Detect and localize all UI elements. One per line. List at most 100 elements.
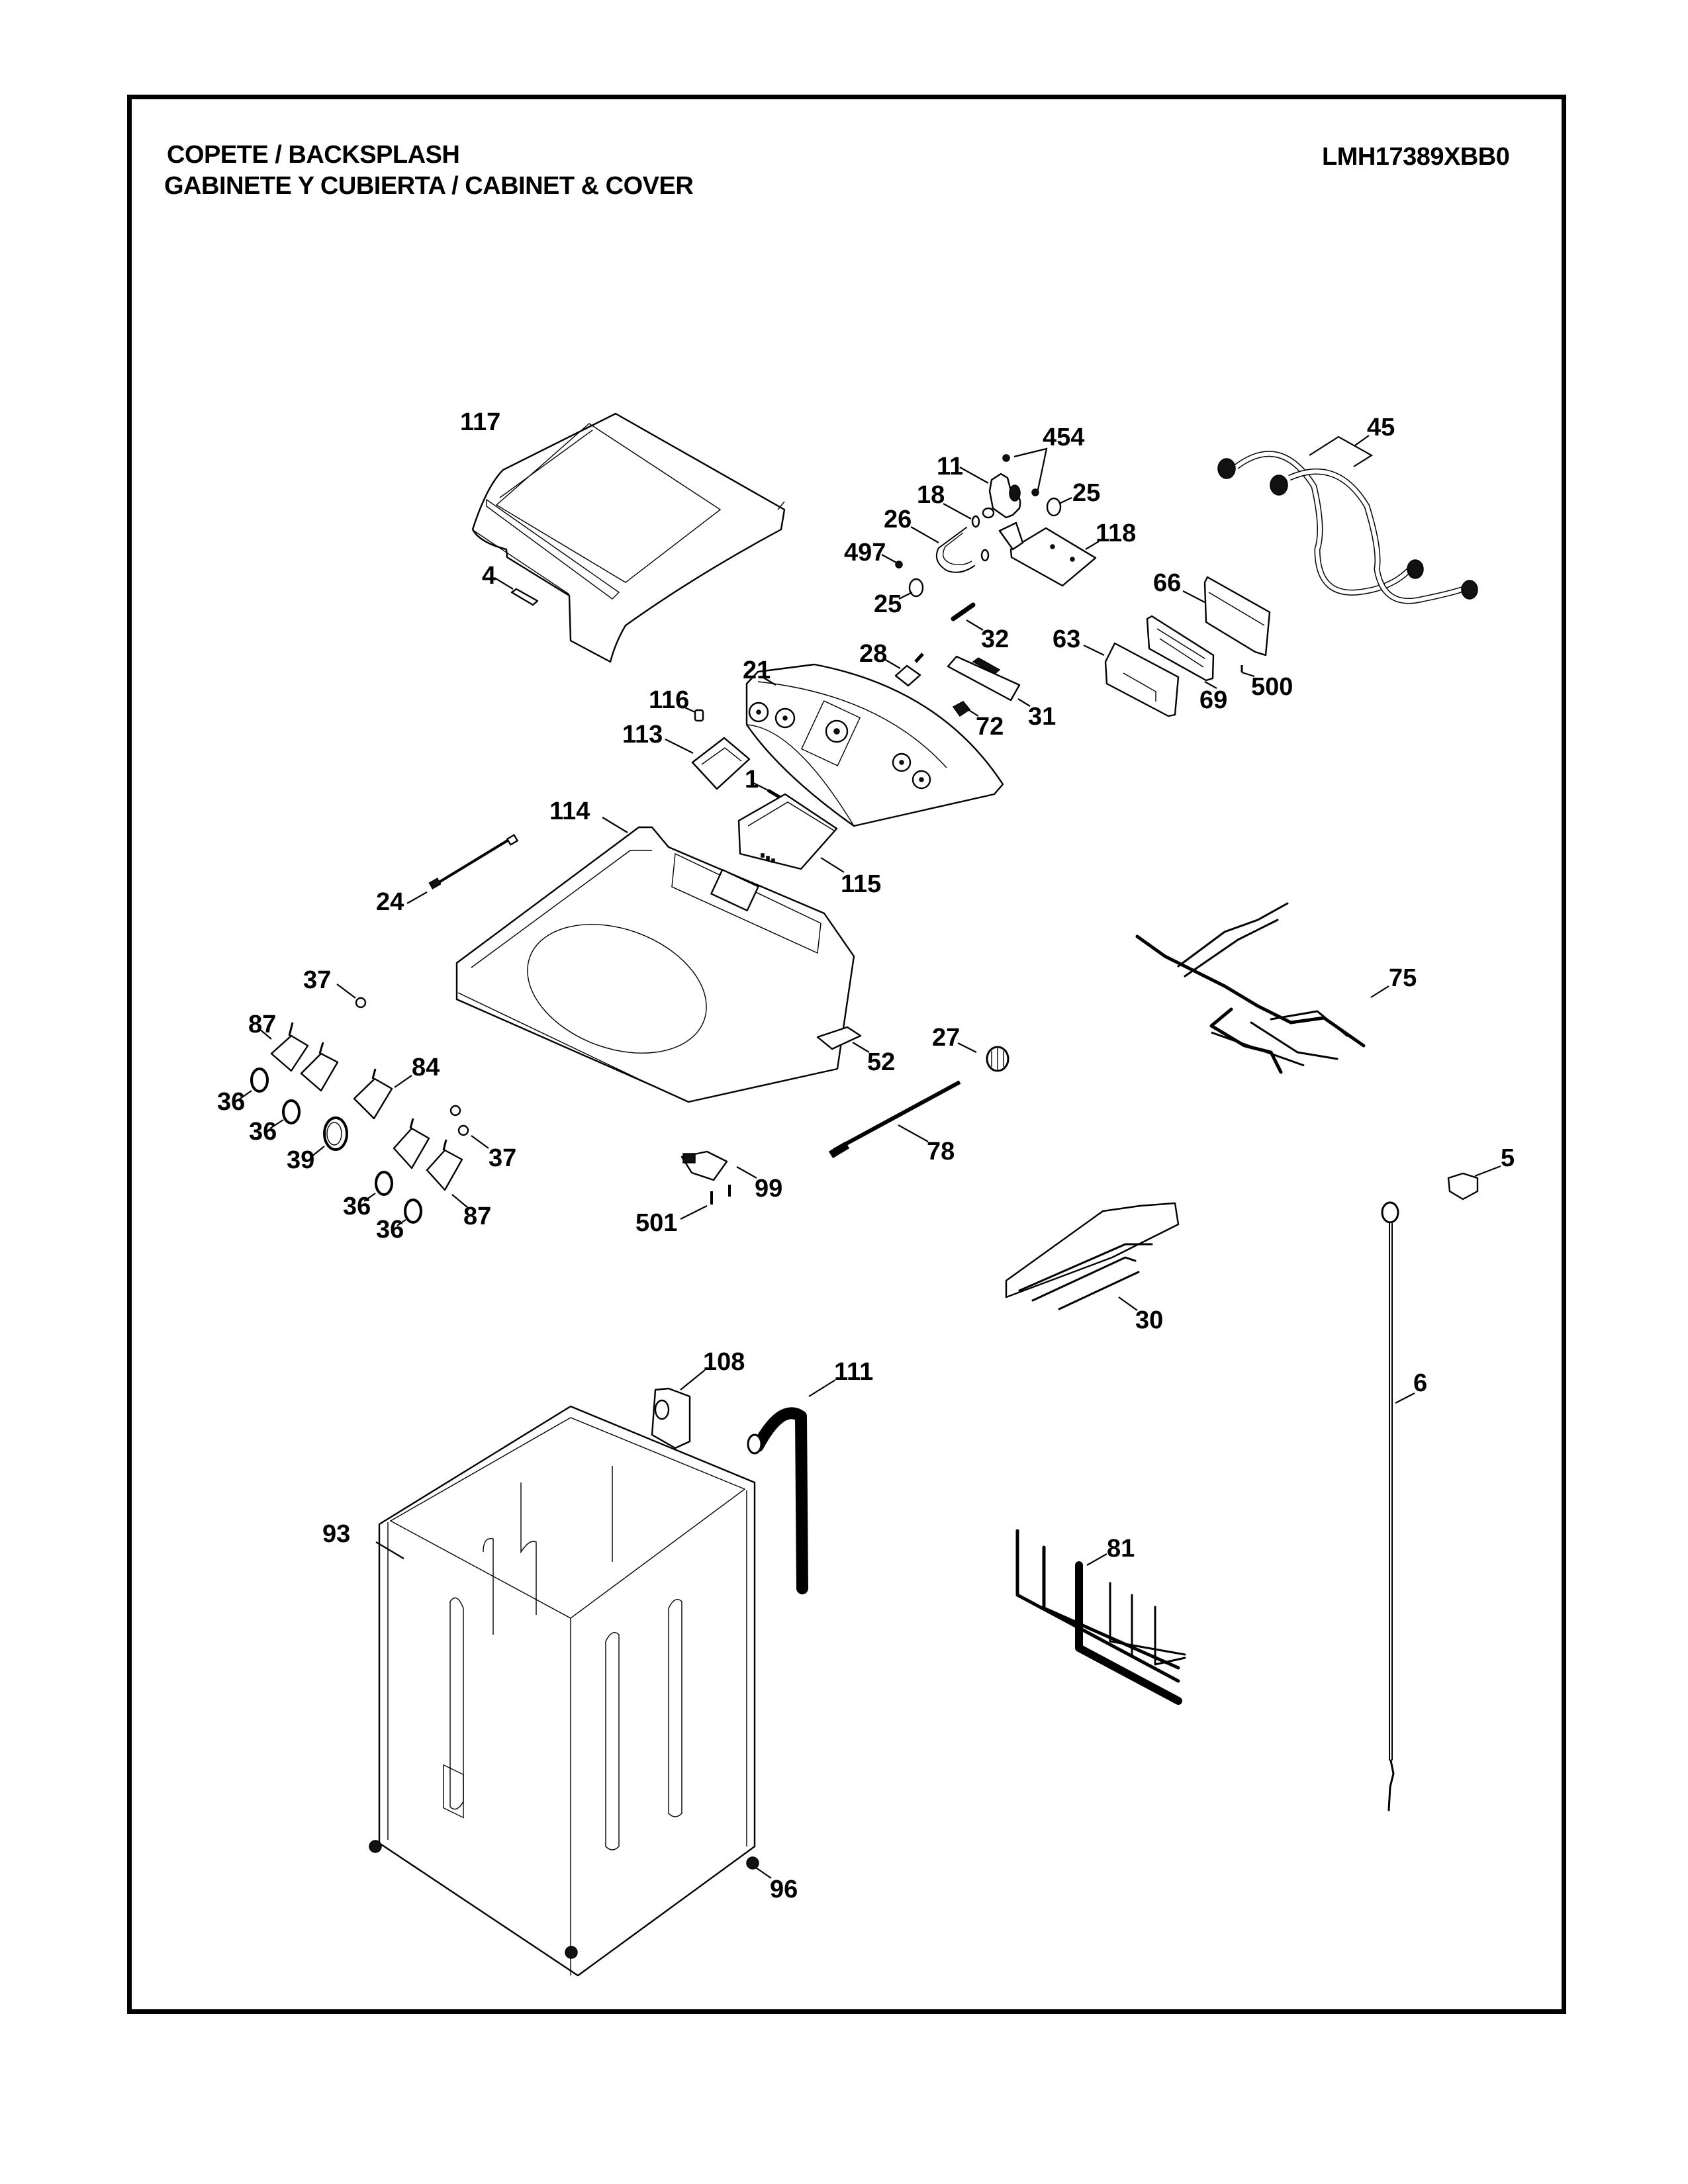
part-501-screws[interactable]: [680, 1185, 731, 1220]
part-25-clamp-upper[interactable]: [1046, 497, 1072, 517]
part-4-clip[interactable]: [494, 577, 539, 606]
part-99-lid-lock[interactable]: [680, 1150, 757, 1181]
callout-45: 45: [1367, 414, 1395, 441]
part-37-clamp-lower-a[interactable]: [449, 1105, 461, 1116]
callout-501: 501: [635, 1209, 677, 1237]
part-87-valve-upper-b[interactable]: [300, 1042, 339, 1092]
part-32-spring[interactable]: [951, 602, 984, 631]
part-87-valve-lower-b[interactable]: [426, 1139, 469, 1208]
part-66-pcb-bracket[interactable]: [1182, 576, 1271, 657]
callout-117: 117: [460, 408, 500, 436]
part-81-harness[interactable]: [1015, 1529, 1186, 1705]
part-36-cap-c[interactable]: [363, 1171, 393, 1202]
part-36-cap-d[interactable]: [397, 1199, 422, 1226]
part-6-power-cord[interactable]: [1381, 1201, 1415, 1811]
part-113-dispenser-cup[interactable]: [665, 737, 751, 790]
part-93-cabinet[interactable]: [375, 1405, 756, 1977]
part-69-main-pcb[interactable]: [1146, 615, 1217, 689]
part-11-inlet-valve[interactable]: [959, 467, 1021, 519]
callout-111: 111: [834, 1358, 873, 1386]
part-37-clamp-upper[interactable]: [336, 983, 367, 1009]
callout-4: 4: [482, 562, 496, 590]
callout-116: 116: [649, 686, 689, 714]
callout-30: 30: [1135, 1306, 1163, 1334]
part-37-clamp-lower-b[interactable]: [457, 1124, 489, 1149]
part-84-valve[interactable]: [353, 1068, 412, 1120]
part-45-fill-hoses[interactable]: [1217, 435, 1478, 604]
part-52-bracket[interactable]: [816, 1026, 870, 1053]
part-30-harness[interactable]: [1005, 1202, 1180, 1311]
part-28-switch[interactable]: [884, 653, 924, 687]
part-115-detergent-drawer[interactable]: [737, 793, 845, 873]
callout-18: 18: [917, 481, 945, 509]
part-454-screws[interactable]: [1002, 447, 1048, 496]
section-title: COPETE / BACKSPLASH: [167, 141, 460, 169]
part-25-clamp-lower[interactable]: [898, 578, 924, 600]
callout-63: 63: [1053, 625, 1080, 653]
part-36-cap-a[interactable]: [238, 1068, 269, 1101]
callout-96: 96: [770, 1876, 798, 1903]
callout-26: 26: [884, 506, 912, 533]
callout-75: 75: [1389, 964, 1417, 992]
part-31-display-cover[interactable]: [947, 655, 1031, 707]
part-116-button[interactable]: [681, 705, 704, 722]
part-26-inlet-hose[interactable]: [910, 526, 975, 573]
callout-36-c: 36: [343, 1193, 371, 1220]
part-27-pressure-switch[interactable]: [957, 1042, 1009, 1072]
callout-84: 84: [412, 1054, 440, 1081]
part-111-drain-hose[interactable]: [747, 1379, 836, 1594]
callout-113: 113: [622, 721, 663, 749]
part-36-cap-b[interactable]: [269, 1099, 301, 1129]
part-5-connector[interactable]: [1447, 1165, 1501, 1201]
callout-36-d: 36: [376, 1216, 404, 1244]
part-18-clamps[interactable]: [943, 503, 990, 562]
part-39-seal[interactable]: [310, 1116, 348, 1158]
callout-87-lower: 87: [463, 1203, 491, 1230]
section-subtitle: GABINETE Y CUBIERTA / CABINET & COVER: [164, 172, 694, 200]
callout-37-upper: 37: [303, 966, 331, 994]
callout-24: 24: [376, 888, 404, 916]
callout-118: 118: [1096, 520, 1136, 547]
callout-115: 115: [841, 870, 881, 898]
callout-25-lower: 25: [874, 590, 902, 618]
callout-454: 454: [1043, 424, 1084, 451]
callout-28: 28: [859, 640, 887, 668]
callout-500: 500: [1251, 673, 1293, 701]
part-117-lid[interactable]: [471, 412, 786, 663]
callout-1: 1: [745, 766, 759, 794]
callout-21: 21: [743, 657, 771, 684]
part-87-valve-lower-a[interactable]: [393, 1118, 430, 1169]
part-63-pcb-cover[interactable]: [1083, 642, 1180, 717]
callout-36-a: 36: [217, 1088, 245, 1116]
part-108-drain-bracket[interactable]: [651, 1369, 706, 1449]
callout-108: 108: [703, 1348, 745, 1376]
part-96-leveling-legs[interactable]: [369, 1840, 772, 1959]
callout-31: 31: [1028, 703, 1056, 731]
callout-32: 32: [981, 625, 1009, 653]
part-118-valve-bracket[interactable]: [998, 522, 1100, 587]
part-500-screw[interactable]: [1241, 665, 1255, 678]
part-78-harness[interactable]: [828, 1080, 961, 1159]
part-21-backsplash[interactable]: [745, 663, 1004, 827]
callout-99: 99: [755, 1175, 782, 1203]
part-497-screw[interactable]: [881, 554, 903, 569]
callout-93: 93: [322, 1520, 350, 1548]
part-24-harness[interactable]: [406, 834, 518, 904]
part-75-main-harness[interactable]: [1135, 902, 1389, 1074]
callout-72: 72: [976, 713, 1004, 741]
callout-6: 6: [1413, 1369, 1427, 1397]
part-114-top-cover[interactable]: [455, 817, 855, 1103]
part-87-valve-upper-a[interactable]: [259, 1022, 309, 1072]
callout-81: 81: [1107, 1535, 1135, 1563]
callout-25-upper: 25: [1072, 479, 1100, 507]
page-border: [127, 95, 1566, 2014]
callout-497: 497: [844, 539, 886, 567]
callout-87-upper: 87: [248, 1011, 276, 1038]
callout-39: 39: [287, 1146, 314, 1174]
callout-52: 52: [867, 1048, 895, 1076]
part-72-connector[interactable]: [952, 701, 979, 717]
callout-36-b: 36: [249, 1118, 277, 1146]
callout-11: 11: [937, 453, 963, 480]
callout-78: 78: [927, 1138, 955, 1165]
